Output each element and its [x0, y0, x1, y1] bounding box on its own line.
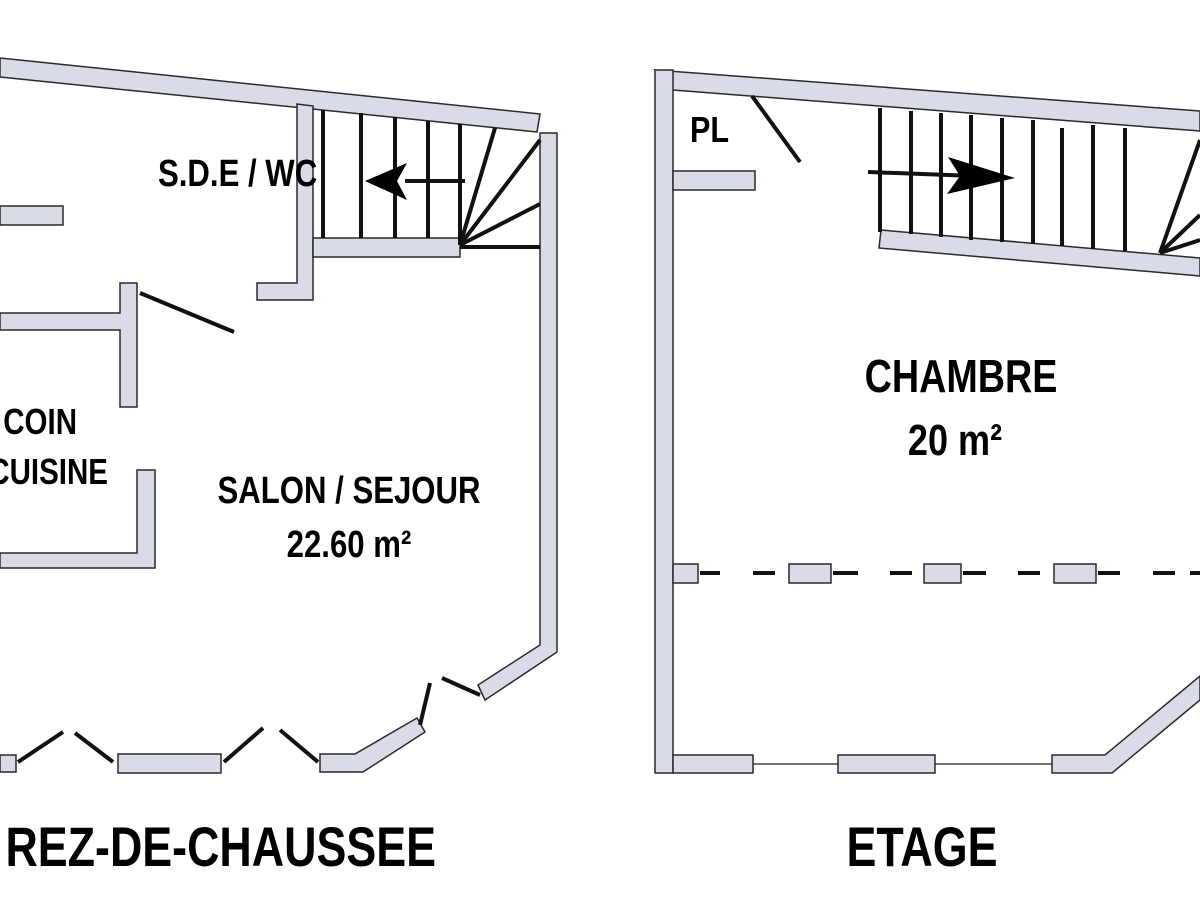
- upper-floor-plan: PL CHAMBRE 20 m² ETAGE: [653, 69, 1200, 878]
- window-frame: [1051, 675, 1200, 774]
- window-leaf: [441, 676, 481, 697]
- wall-sde-left: [0, 205, 64, 226]
- room-label-chambre: CHAMBRE: [865, 350, 1058, 401]
- stair-step: [1159, 238, 1200, 255]
- room-label-sde-wc: S.D.E / WC: [158, 153, 317, 195]
- wall-right: [477, 132, 558, 702]
- floor-title-ground: REZ-DE-CHAUSSEE: [5, 815, 436, 878]
- door-leaf: [139, 291, 235, 334]
- wall-stair-bottom: [312, 237, 461, 258]
- arrow-left-icon: [365, 163, 407, 200]
- room-label-pl: PL: [690, 111, 729, 151]
- stair-step: [459, 202, 541, 247]
- wall-stair-bottom: [878, 229, 1200, 277]
- stair-arrow-shaft: [867, 170, 976, 178]
- window-leaf: [278, 728, 320, 764]
- window-frame: [672, 754, 754, 774]
- room-area-salon-sejour: 22.60 m²: [287, 524, 412, 566]
- wall-kitchen: [0, 282, 138, 408]
- window-leaf: [418, 682, 432, 726]
- room-label-coin: COIN: [3, 401, 77, 441]
- floor-title-upper: ETAGE: [847, 815, 998, 878]
- window-frame: [837, 754, 936, 774]
- wall-top: [0, 57, 541, 133]
- stair-step: [1158, 213, 1200, 255]
- window-frame: [923, 563, 962, 584]
- window-frame: [1053, 563, 1097, 584]
- door-leaf: [750, 94, 802, 164]
- window-frame: [788, 563, 832, 584]
- wall-sde-right: [256, 103, 314, 301]
- ground-floor-plan: S.D.E / WC COIN CUISINE SALON / SEJOUR 2…: [0, 57, 558, 878]
- stair-step: [458, 127, 497, 246]
- dashed-partition: [672, 563, 1200, 584]
- window-leaf: [16, 730, 65, 764]
- arrow-right-icon: [947, 157, 1015, 194]
- room-label-cuisine: CUISINE: [0, 451, 108, 491]
- window-leaf: [222, 726, 265, 764]
- window-frame: [319, 716, 427, 773]
- wall-top: [653, 69, 1200, 132]
- window-frame: [117, 753, 222, 774]
- staircase: [321, 110, 542, 249]
- wall-kitchen-counter: [0, 469, 156, 569]
- wall-left: [654, 69, 674, 774]
- staircase: [867, 108, 1200, 255]
- window-frame: [0, 754, 17, 773]
- room-area-chambre: 20 m²: [908, 416, 1002, 465]
- window-leaf: [73, 731, 115, 764]
- room-label-salon-sejour: SALON / SEJOUR: [217, 470, 480, 512]
- stair-step: [458, 138, 542, 247]
- window-frame: [672, 563, 699, 584]
- wall-pl: [672, 170, 756, 191]
- stair-step: [1158, 139, 1200, 254]
